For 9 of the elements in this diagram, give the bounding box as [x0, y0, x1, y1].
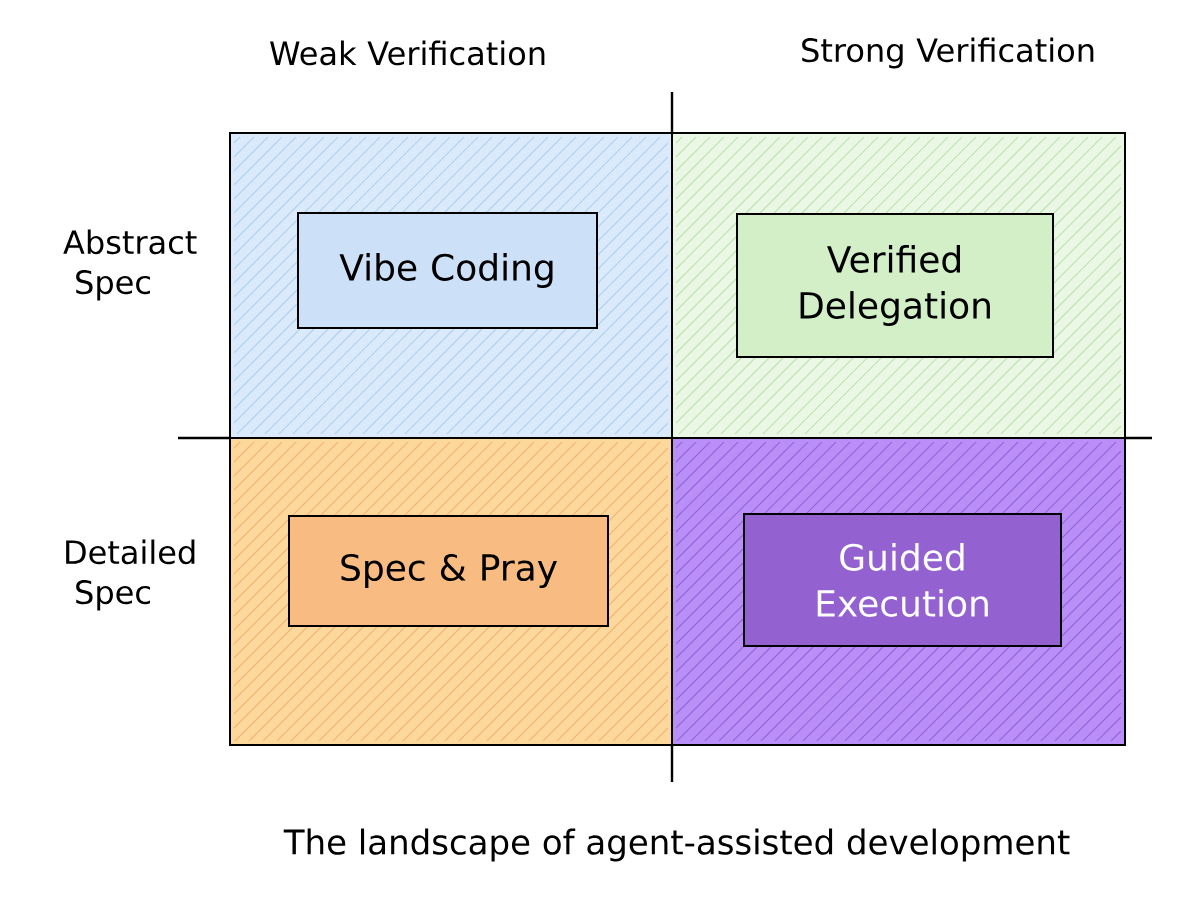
axis-label: Detailed Spec — [66, 539, 195, 611]
axis-label: Weak Verification — [270, 40, 545, 66]
caption: The landscape of agent-assisted development — [283, 828, 1070, 862]
label-box: Vibe Coding — [297, 212, 598, 329]
axis-label: Strong Verification — [802, 37, 1094, 69]
label-box: Guided Execution — [743, 513, 1062, 647]
label-box: Spec & Pray — [288, 515, 609, 627]
axis-label: Abstract Spec — [63, 229, 197, 301]
label-box: Verified Delegation — [736, 213, 1054, 358]
